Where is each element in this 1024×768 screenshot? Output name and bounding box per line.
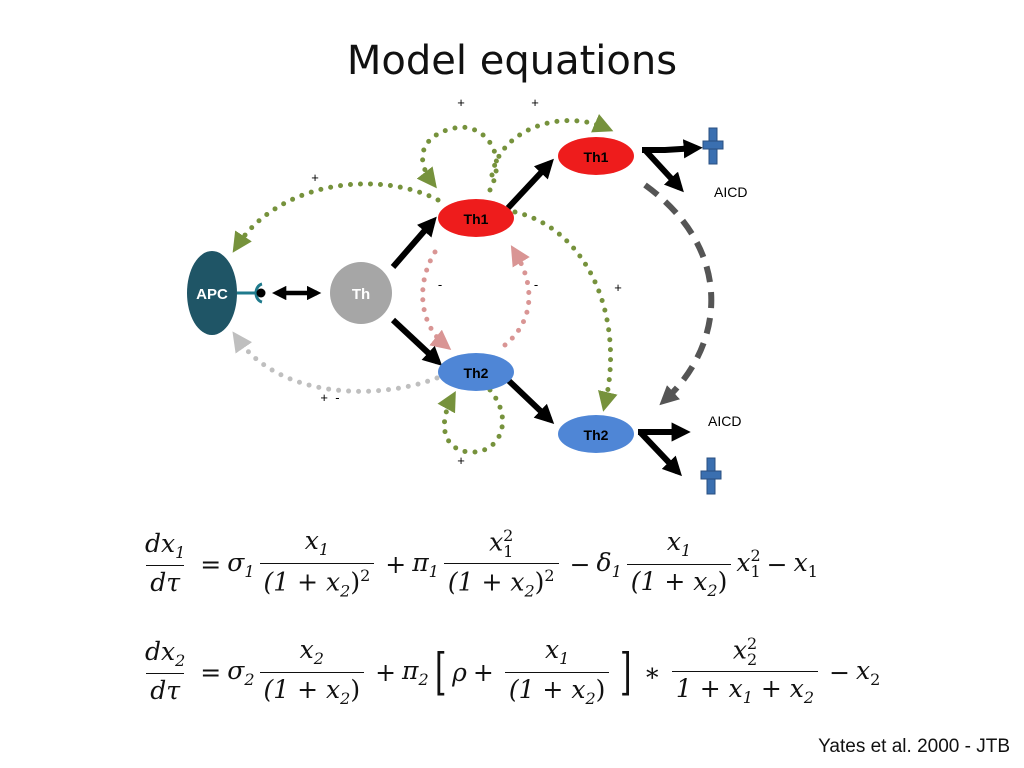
eq1-term3-frac: x1 (1 + x2)	[626, 527, 732, 600]
slide-title: Model equations	[346, 38, 678, 84]
th2-primary-node	[438, 353, 514, 391]
minus-label-left: -	[438, 277, 442, 292]
aicd-label-bottom: AICD	[708, 413, 741, 429]
th1-secondary-label: Th1	[584, 149, 609, 165]
eq2-bracket-open: [	[434, 643, 447, 701]
th1-secondary-to-death-arrow	[642, 139, 703, 159]
th-differentiation-diagram: APC Th Th1 Th2 Th1 Th2 + + + - - + + - +…	[187, 95, 747, 495]
eq2-term2-coef: π2	[402, 655, 429, 689]
cell-death-icon-top	[702, 127, 724, 165]
th1-to-th2-secondary-positive-arrow	[512, 209, 618, 412]
th2-to-th2-secondary-arrow	[505, 377, 555, 424]
plus-label-top-left: +	[457, 95, 465, 110]
th2-secondary-label: Th2	[584, 427, 609, 443]
apc-node	[187, 251, 237, 335]
apc-label: APC	[196, 286, 228, 303]
th1-primary-label: Th1	[464, 211, 489, 227]
eq1-term1-frac: x1 (1 + x2)2	[259, 527, 375, 600]
minus-label-right: -	[534, 277, 538, 292]
citation: Yates et al. 2000 - JTB	[818, 736, 1010, 757]
th-to-th2-arrow	[390, 317, 443, 366]
eq2-term1-frac: x2 (1 + x2)	[259, 635, 365, 708]
th1-to-apc-positive-arrow	[232, 181, 441, 253]
eq1-term2-coef: π1	[412, 547, 439, 581]
eq1-term3-coef: δ1	[596, 547, 622, 581]
th1-to-th1-secondary-arrow	[505, 158, 554, 211]
equation-th2: dx2 dτ = σ2 x2 (1 + x2) + π2 [ ρ + x1 (1…	[136, 634, 880, 710]
th2-self-loop-positive-arrow	[437, 387, 506, 455]
eq2-bracket-frac: x1 (1 + x2)	[504, 635, 610, 708]
th2-secondary-node	[558, 415, 634, 453]
plus-label-th1-to-th2: +	[614, 280, 622, 295]
eq1-term4: x1	[793, 547, 818, 581]
th1-self-loop-positive-arrow	[416, 124, 499, 193]
th2-primary-label: Th2	[464, 365, 489, 381]
eq1-lhs: dx1 dτ	[145, 528, 186, 598]
th1-secondary-to-aicd-arrow	[642, 147, 684, 193]
aicd-label-top: AICD	[714, 184, 747, 200]
plus-label-top-right: +	[531, 95, 539, 110]
eq2-term4: x2	[856, 655, 881, 689]
th1-secondary-node	[558, 137, 634, 175]
apc-receptor-icon	[237, 282, 266, 304]
eq2-lhs: dx2 dτ	[145, 636, 186, 706]
th1-inhibits-th2-arrow	[420, 249, 452, 351]
plus-minus-label-apc-gray: + -	[320, 390, 339, 405]
plus-label-apc-feedback: +	[311, 170, 319, 185]
th1-secondary-to-th2-secondary-arrow	[643, 182, 715, 406]
eq2-rho: ρ	[452, 657, 467, 687]
th2-inhibits-th1-arrow	[502, 245, 532, 348]
th2-secondary-to-death-arrow	[637, 429, 682, 477]
eq2-bracket-close: ]	[620, 643, 633, 701]
th-label: Th	[352, 286, 370, 303]
plus-label-bottom: +	[457, 453, 465, 468]
eq2-term1-coef: σ2	[227, 655, 255, 689]
th1-primary-node	[438, 199, 514, 237]
th-to-th1-arrow	[390, 216, 437, 269]
cell-death-icon-bottom	[700, 457, 722, 495]
th-node	[330, 262, 392, 324]
eq1-term1-coef: σ1	[227, 547, 255, 581]
th2-to-apc-feedback-arrow	[232, 331, 440, 394]
